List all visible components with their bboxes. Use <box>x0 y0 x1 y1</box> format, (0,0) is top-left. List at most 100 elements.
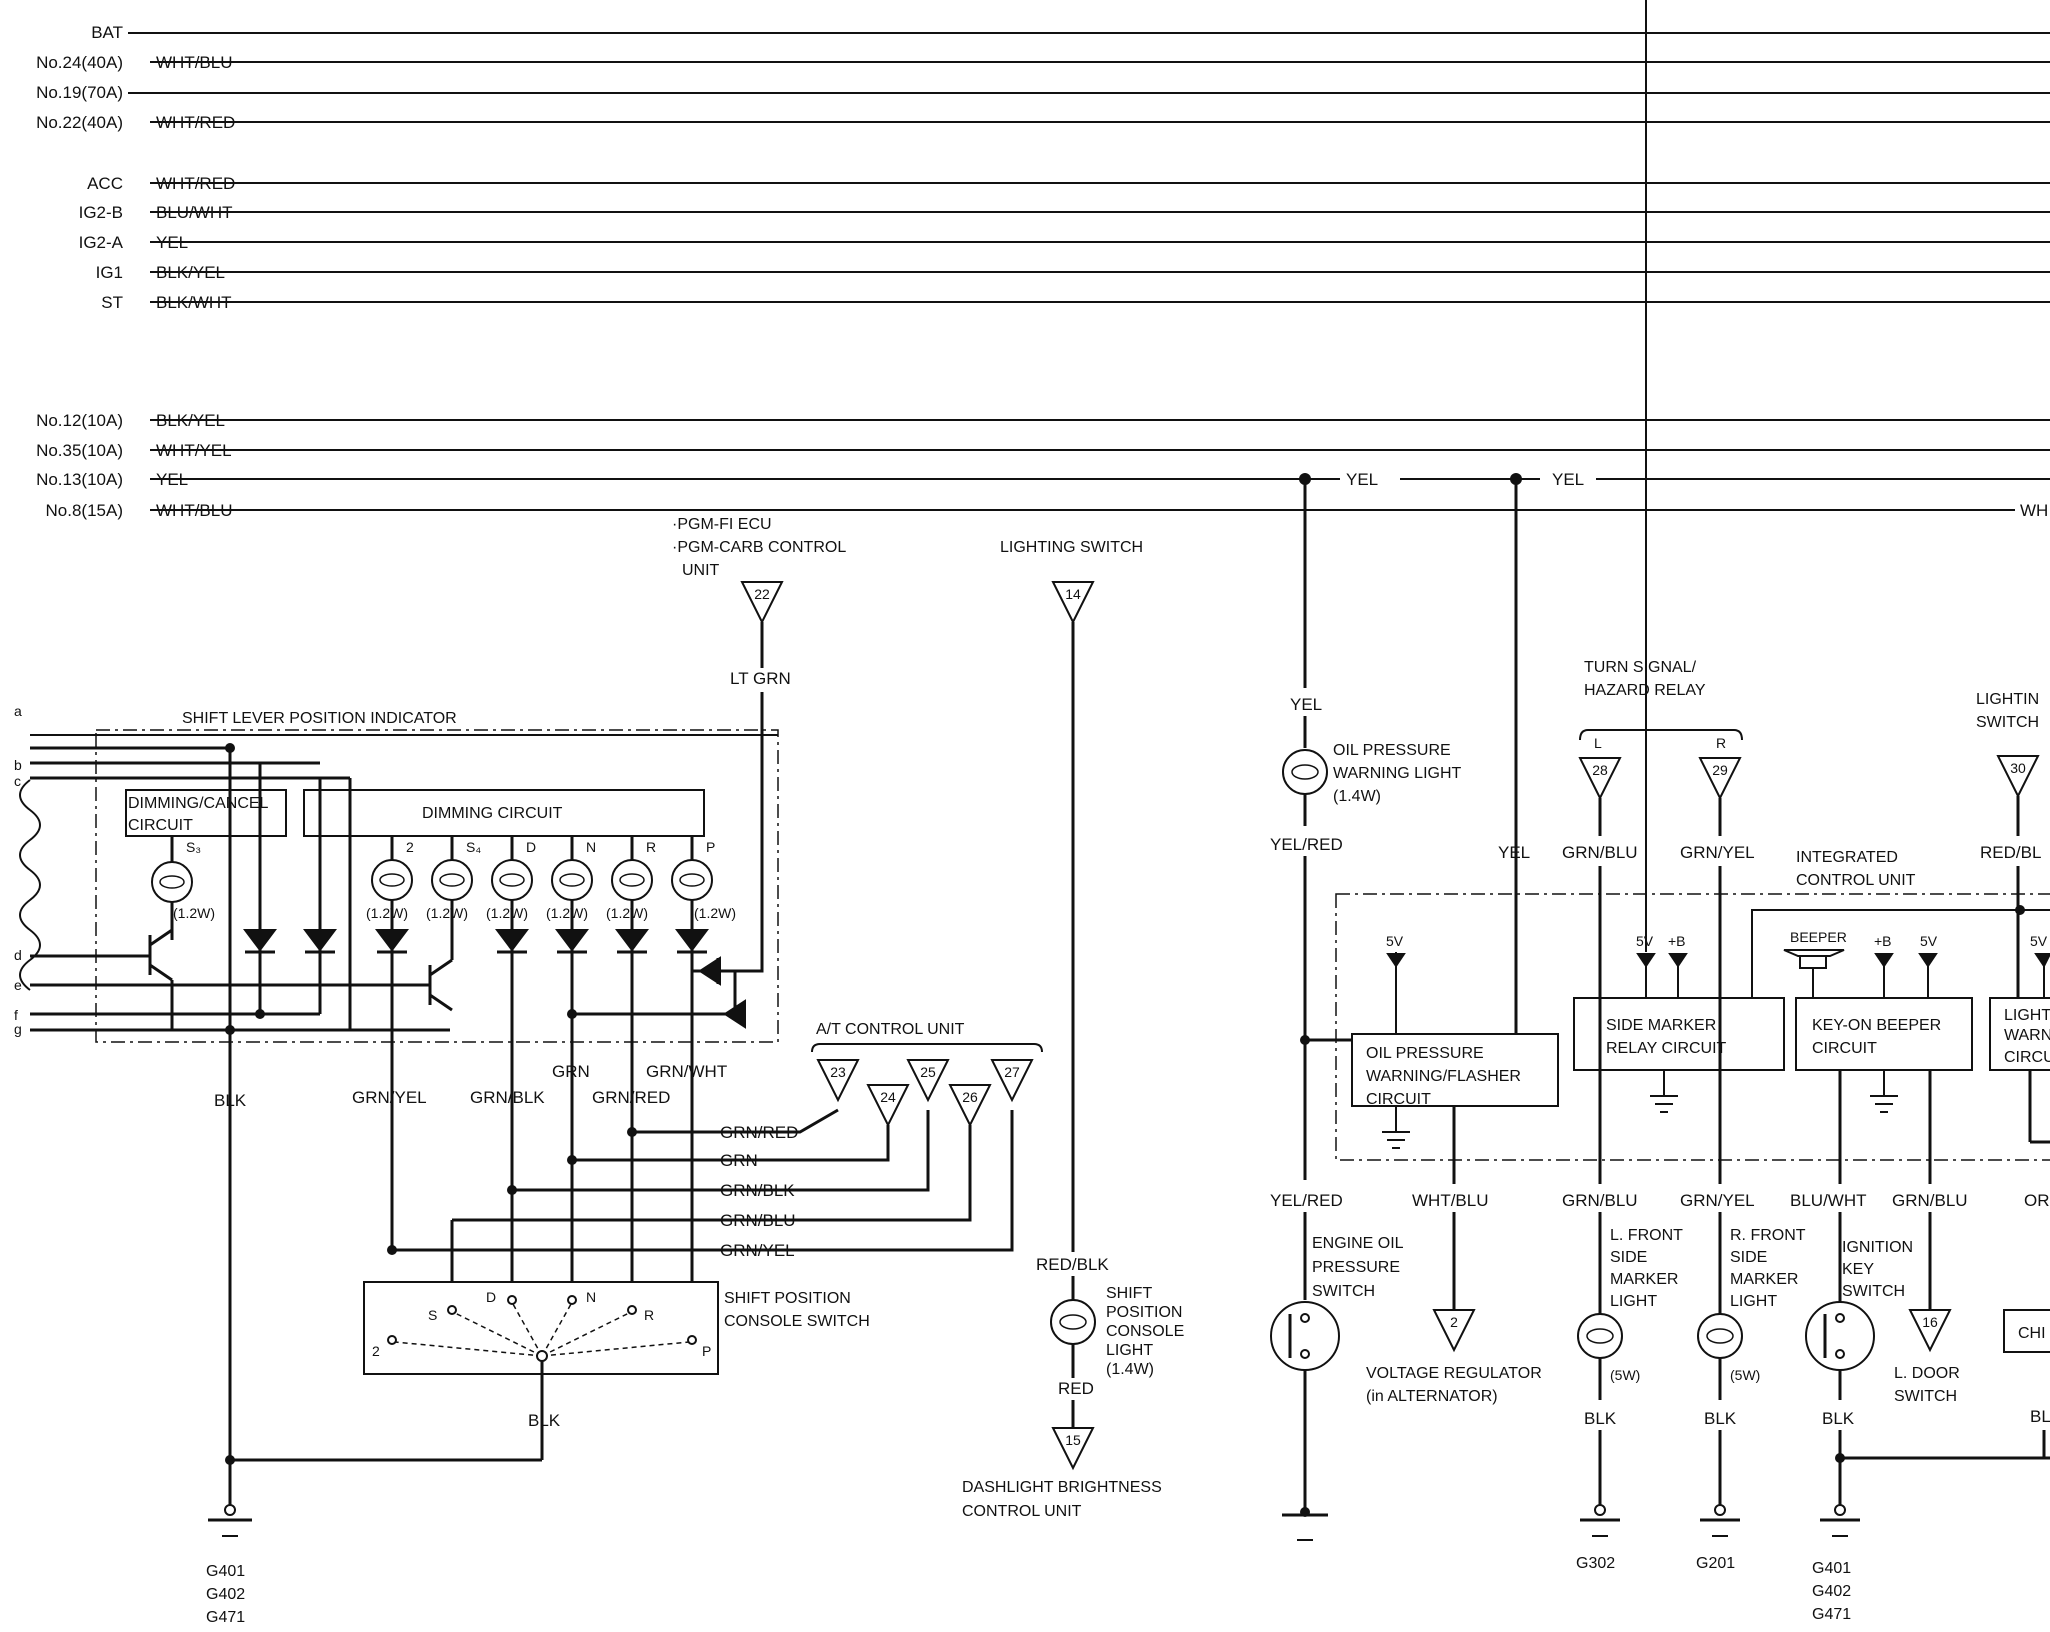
spcl-label-2: POSITION <box>1106 1304 1182 1321</box>
connector-29-label: 29 <box>1712 762 1728 778</box>
r-marker-wattage: (5W) <box>1730 1367 1760 1383</box>
sps-label-1: SHIFT POSITION <box>724 1290 851 1307</box>
bus-no19-label: No.19(70A) <box>36 83 123 102</box>
wire-red: RED <box>1058 1379 1094 1398</box>
door-switch-label-2: SWITCH <box>1894 1388 1957 1405</box>
lighting-switch-label: LIGHTING SWITCH <box>1000 539 1143 556</box>
bus-bat-label: BAT <box>91 23 123 42</box>
oil-light-label-2: WARNING LIGHT <box>1333 765 1462 782</box>
ignition-label-1: IGNITION <box>1842 1239 1913 1256</box>
bus-acc-label: ACC <box>87 174 123 193</box>
bus-ig2b-label: IG2-B <box>79 203 123 222</box>
oil-pressure-switch-icon <box>1270 1301 1340 1371</box>
icu-plusb-1: +B <box>1668 933 1686 949</box>
bus-st-wire: BLK/WHT <box>156 293 232 312</box>
sps-pos-r: R <box>644 1307 654 1323</box>
wire-yel-red-2: YEL/RED <box>1270 1191 1343 1210</box>
engine-oil-label-2: PRESSURE <box>1312 1259 1400 1276</box>
connector-28 <box>1578 757 1622 801</box>
bulb-2: 2 (1.2W) <box>366 836 414 1250</box>
side-c: c <box>14 773 21 789</box>
dimming-cancel-label-2: CIRCUIT <box>128 817 193 834</box>
hwire-grn-blk: GRN/BLK <box>720 1181 795 1200</box>
bulb-p-wattage: (1.2W) <box>694 905 736 921</box>
wire-red-bl: RED/BL <box>1980 843 2041 862</box>
wire-red-blk: RED/BLK <box>1036 1255 1109 1274</box>
wire-grn-yel: GRN/YEL <box>352 1088 427 1107</box>
bus-no12-label: No.12(10A) <box>36 411 123 430</box>
wire-blk-1: BLK <box>214 1091 247 1110</box>
icu-kb-2: CIRCUIT <box>1812 1040 1877 1057</box>
diode-icon <box>495 929 529 952</box>
wire-grn-blu-lower: GRN/BLU <box>1562 1191 1638 1210</box>
bulb-2-wattage: (1.2W) <box>366 905 408 921</box>
icu-op-3: CIRCUIT <box>1366 1091 1431 1108</box>
s3-label: S₃ <box>186 839 201 855</box>
connector-2 <box>1432 1309 1476 1353</box>
hwire-grn-blu: GRN/BLU <box>720 1211 796 1230</box>
wire-grn-blk: GRN/BLK <box>470 1088 545 1107</box>
spcl-label-1: SHIFT <box>1106 1285 1152 1302</box>
wire-yel-oil: YEL <box>1290 695 1322 714</box>
icu-label-1: INTEGRATED <box>1796 849 1898 866</box>
bus-no8-label: No.8(15A) <box>46 501 123 520</box>
connector-30-label: 30 <box>2010 760 2026 776</box>
connector-30 <box>1996 755 2040 799</box>
wire-bl-cut: BL <box>2030 1407 2050 1426</box>
diode-icon <box>555 929 589 952</box>
side-e: e <box>14 977 22 993</box>
turn-l: L <box>1594 735 1602 751</box>
bulb-n-label: N <box>586 839 596 855</box>
sps-pos-p: P <box>702 1343 711 1359</box>
r-marker-label-4: LIGHT <box>1730 1293 1777 1310</box>
connector-26-label: 26 <box>962 1089 978 1105</box>
connector-2-label: 2 <box>1450 1314 1458 1330</box>
dimming-cancel-label-1: DIMMING/CANCEL <box>128 795 269 812</box>
bulb-s4-wattage: (1.2W) <box>426 905 468 921</box>
turn-label-1: TURN SIGNAL/ <box>1584 659 1697 676</box>
wire-yel-red-1: YEL/RED <box>1270 835 1343 854</box>
vreg-label-2: (in ALTERNATOR) <box>1366 1388 1498 1405</box>
lighting-warning-circuit <box>1989 997 2050 1071</box>
bulb-d-wattage: (1.2W) <box>486 905 528 921</box>
bulb-2-label: 2 <box>406 839 414 855</box>
sps-pos-n: N <box>586 1289 596 1305</box>
power-bus: BAT No.24(40A) WHT/BLU No.19(70A) No.22(… <box>36 23 2050 520</box>
bulb-d-icon <box>491 859 533 901</box>
icu-plusb-2: +B <box>1874 933 1892 949</box>
connector-16-label: 16 <box>1922 1314 1938 1330</box>
chime-label-cut: CHI <box>2018 1325 2046 1342</box>
bulb-s4: S₄ (1.2W) <box>426 836 481 921</box>
connector-15-label: 15 <box>1065 1432 1081 1448</box>
ground-g401-left: G401 <box>206 1563 245 1580</box>
connector-24 <box>866 1084 910 1128</box>
bus-acc-wire: WHT/RED <box>156 174 235 193</box>
s3-wattage: (1.2W) <box>173 905 215 921</box>
diode-icon <box>243 929 277 952</box>
dashlight-brightness-label-2: CONTROL UNIT <box>962 1503 1082 1520</box>
wire-yel-icu: YEL <box>1498 843 1530 862</box>
connector-22-label: 22 <box>754 586 770 602</box>
side-d: d <box>14 947 22 963</box>
wire-grn-blu-ign: GRN/BLU <box>1892 1191 1968 1210</box>
l-marker-bulb-icon <box>1577 1313 1623 1359</box>
ignition-label-3: SWITCH <box>1842 1283 1905 1300</box>
pgm-fi-ecu: ·PGM-FI ECU ·PGM-CARB CONTROL UNIT 22 LT… <box>672 516 846 973</box>
l-marker-label-1: L. FRONT <box>1610 1227 1683 1244</box>
icu-op-1: OIL PRESSURE <box>1366 1045 1484 1062</box>
r-marker-blk: BLK <box>1704 1409 1737 1428</box>
spcl-label-5: (1.4W) <box>1106 1361 1154 1378</box>
yel-second-tap: YEL <box>1498 479 1530 1034</box>
bulb-r: R (1.2W) <box>606 836 656 1310</box>
icu-5v-a: 5V <box>1386 933 1404 949</box>
wire-grn-blu-28: GRN/BLU <box>1562 843 1638 862</box>
icu-kb-1: KEY-ON BEEPER <box>1812 1017 1941 1034</box>
icu-sm-2: RELAY CIRCUIT <box>1606 1040 1727 1057</box>
bulb-n-icon <box>551 859 593 901</box>
connector-24-label: 24 <box>880 1089 896 1105</box>
pgm-label-3: UNIT <box>682 562 720 579</box>
diode-icon <box>698 956 721 986</box>
icu-sm-1: SIDE MARKER <box>1606 1017 1716 1034</box>
turn-label-2: HAZARD RELAY <box>1584 682 1706 699</box>
l-marker-blk: BLK <box>1584 1409 1617 1428</box>
